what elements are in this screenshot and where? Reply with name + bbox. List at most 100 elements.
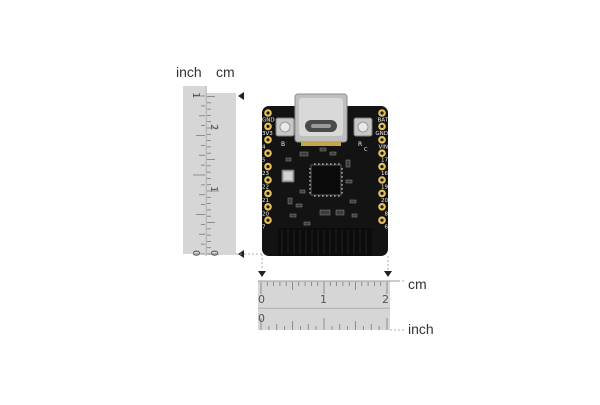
- reset-button-label: R: [358, 141, 362, 148]
- chip-pin: [341, 172, 343, 174]
- pin-label-r-6: 20: [381, 198, 388, 204]
- left-ruler-inch-strip: [183, 86, 205, 254]
- bottom-ruler-cm-ticks: [260, 282, 388, 294]
- smd-component: [319, 147, 327, 152]
- pin-hole: [380, 151, 384, 155]
- chip-pin: [334, 163, 336, 165]
- pin-hole: [380, 191, 384, 195]
- bottom-ruler-cm-tick-1: 1: [320, 293, 327, 306]
- chip-pin: [309, 176, 311, 178]
- pin-label-r-0: BAT: [378, 118, 389, 124]
- chip-pin: [309, 168, 311, 170]
- bottom-ruler-cm-label: cm: [408, 276, 427, 292]
- chip-pin: [330, 195, 332, 197]
- chip-pin: [322, 163, 324, 165]
- usb-c-tongue: [311, 124, 331, 128]
- bottom-ruler-inch-tick-0: 0: [258, 312, 265, 325]
- pin-hole: [380, 218, 384, 222]
- chip-pin: [341, 188, 343, 190]
- chip-pin: [309, 180, 311, 182]
- bottom-ruler-cm-tick-0: 0: [258, 293, 265, 306]
- left-ruler-inch-ticks: [193, 95, 205, 255]
- pin-label-r-4: 16: [381, 171, 388, 177]
- smd-component: [303, 221, 311, 226]
- reset-button-cap: [357, 121, 369, 133]
- pin-label-r-1: GND: [375, 131, 388, 137]
- pin-hole: [380, 124, 384, 128]
- smd-component: [299, 151, 309, 157]
- chip-pin: [338, 163, 340, 165]
- left-ruler-cm-ticks: [207, 96, 219, 255]
- left-ruler-cm-tick-0: 0: [208, 250, 219, 256]
- bottom-ruler-cm-tick-2: 2: [382, 293, 389, 306]
- chip-pin: [322, 195, 324, 197]
- chip-pin: [309, 192, 311, 194]
- chip-pin: [341, 184, 343, 186]
- top-right-marker: C: [364, 147, 368, 153]
- chip-pin: [326, 163, 328, 165]
- pin-label-r-3: 17: [381, 158, 388, 164]
- pin-label-l-3: 5: [262, 158, 266, 164]
- bottom-ruler-inch-ticks: [260, 318, 388, 330]
- board-antenna-area: [278, 228, 372, 256]
- pin-label-l-7: 20: [262, 211, 269, 217]
- pin-hole: [266, 191, 270, 195]
- chip-pin: [318, 163, 320, 165]
- chip-pin: [341, 176, 343, 178]
- chip-pin: [318, 195, 320, 197]
- left-ruler-cm-strip: [206, 93, 236, 255]
- pin-hole: [380, 111, 384, 115]
- pin-hole: [266, 111, 270, 115]
- mcu-chip: [310, 164, 342, 196]
- pin-label-r-8: 6: [385, 225, 389, 231]
- chip-pin: [309, 172, 311, 174]
- chip-pin: [338, 195, 340, 197]
- chip-pin: [326, 195, 328, 197]
- left-ruler-top-marker: [238, 92, 244, 100]
- left-ruler-cm-label: cm: [216, 64, 235, 80]
- chip-pin: [309, 184, 311, 186]
- pin-hole: [266, 205, 270, 209]
- mcu-chip-pins: [309, 163, 343, 197]
- pin-label-l-8: 7: [262, 225, 266, 231]
- chip-pin: [330, 163, 332, 165]
- smd-component: [349, 199, 357, 204]
- pin-label-l-5: 22: [262, 185, 269, 191]
- chip-pin: [309, 188, 311, 190]
- pin-hole: [380, 205, 384, 209]
- pin-hole: [380, 165, 384, 169]
- left-ruler: inch cm 1 0 2 1 0: [176, 64, 262, 258]
- pin-label-l-1: 3V3: [262, 131, 273, 137]
- smd-component: [351, 213, 358, 218]
- smd-component: [285, 157, 292, 162]
- pin-label-l-4: 23: [262, 171, 269, 177]
- smd-component: [319, 209, 331, 216]
- crystal-top: [284, 172, 292, 180]
- chip-pin: [341, 192, 343, 194]
- left-ruler-inch-label: inch: [176, 64, 202, 80]
- pin-label-l-2: 4: [262, 144, 266, 150]
- pin-hole: [266, 178, 270, 182]
- smd-component: [335, 209, 345, 216]
- smd-component: [287, 197, 293, 205]
- boot-button-cap: [279, 121, 291, 133]
- pin-hole: [266, 151, 270, 155]
- pin-label-l-6: 21: [262, 198, 269, 204]
- usb-c-pads: [301, 142, 341, 146]
- board-antenna-ribs: [281, 230, 367, 254]
- boot-button-label: B: [281, 141, 285, 148]
- pin-hole: [266, 124, 270, 128]
- passive-components: [285, 147, 358, 226]
- bottom-ruler: cm 0 1 2 0 inch: [258, 254, 434, 337]
- chip-pin: [341, 168, 343, 170]
- left-pin-pads: [264, 109, 272, 224]
- bottom-ruler-left-marker: [258, 271, 266, 277]
- chip-pin: [314, 163, 316, 165]
- left-ruler-cm-tick-1: 1: [208, 186, 219, 192]
- left-ruler-cm-tick-2: 2: [208, 124, 219, 130]
- chip-pin: [314, 195, 316, 197]
- pin-hole: [380, 178, 384, 182]
- left-ruler-inch-tick-0: 0: [190, 250, 201, 256]
